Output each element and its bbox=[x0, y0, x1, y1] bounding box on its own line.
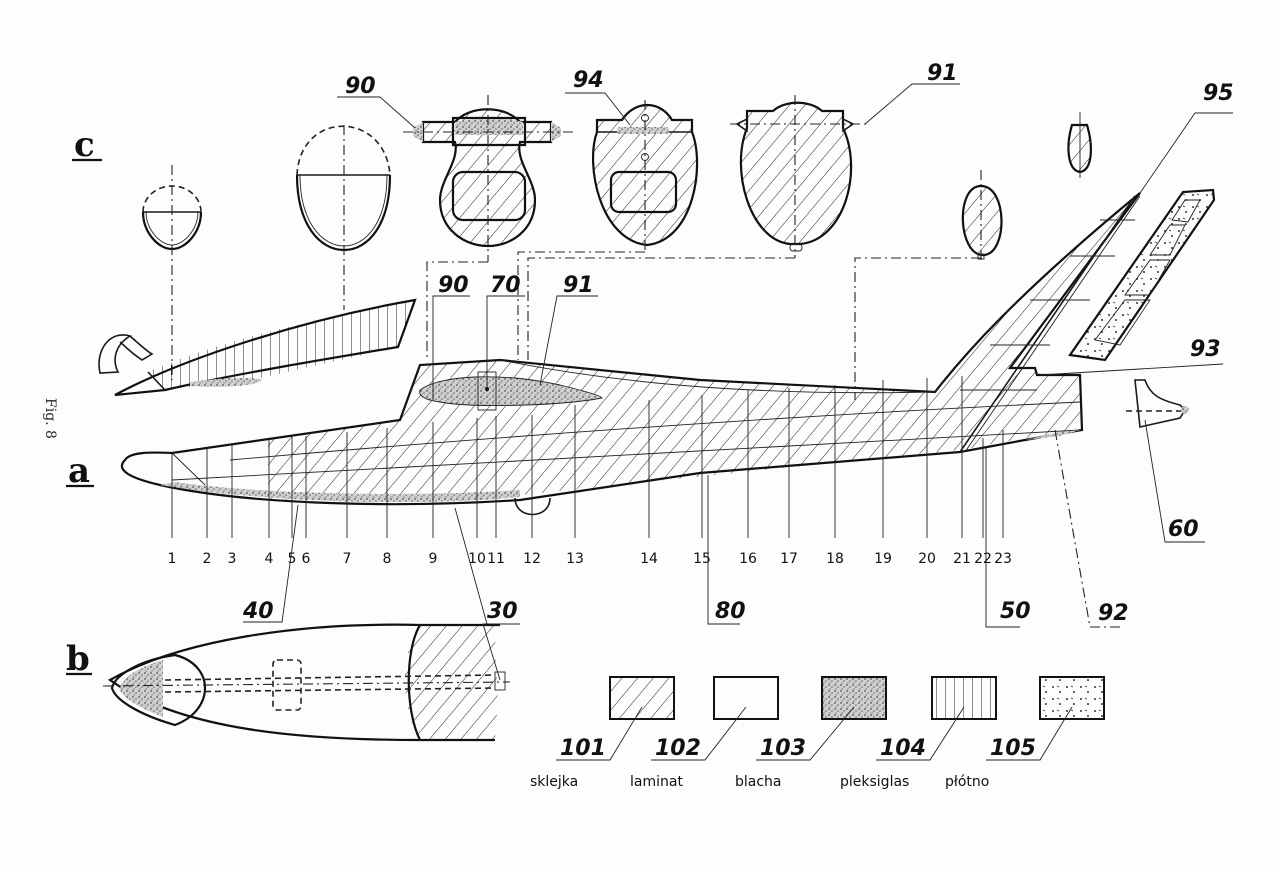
cross-section-tail-boom bbox=[961, 170, 1003, 260]
station-number: 18 bbox=[826, 551, 844, 567]
legend-code: 104 bbox=[880, 736, 926, 761]
svg-text:90: 90 bbox=[438, 273, 469, 298]
legend-item-104: 104 pleksiglas bbox=[840, 676, 997, 790]
station-number: 22 bbox=[974, 551, 992, 567]
cross-section-wing-root-front bbox=[403, 95, 573, 262]
svg-text:70: 70 bbox=[490, 273, 521, 298]
station-number: 2 bbox=[203, 551, 212, 567]
projection-line bbox=[426, 261, 488, 360]
cross-section-canopy-small bbox=[141, 165, 203, 380]
callout-60: 60 bbox=[1144, 419, 1205, 543]
station-number: 16 bbox=[739, 551, 757, 567]
view-label-a: a bbox=[66, 451, 94, 491]
svg-text:50: 50 bbox=[1000, 599, 1031, 624]
callout-93: 93 bbox=[1039, 337, 1224, 376]
station-number: 17 bbox=[780, 551, 798, 567]
svg-text:30: 30 bbox=[487, 599, 518, 624]
legend-code: 103 bbox=[760, 736, 806, 761]
view-label-c: c bbox=[72, 125, 102, 165]
svg-text:94: 94 bbox=[573, 68, 604, 93]
station-number: 23 bbox=[994, 551, 1012, 567]
projection-line bbox=[517, 251, 645, 360]
callout-40: 40 bbox=[242, 504, 299, 624]
station-number: 4 bbox=[265, 551, 274, 567]
svg-text:b: b bbox=[66, 639, 90, 679]
station-number: 9 bbox=[429, 551, 438, 567]
station-number: 19 bbox=[874, 551, 892, 567]
cross-section-canopy-large bbox=[295, 125, 392, 310]
station-number: 3 bbox=[228, 551, 237, 567]
callout-92: 92 bbox=[1054, 429, 1129, 628]
projection-line bbox=[527, 257, 795, 360]
fuselage-side-view bbox=[120, 192, 1141, 516]
svg-text:90: 90 bbox=[345, 74, 376, 99]
legend-item-101: 101 sklejka bbox=[530, 676, 675, 790]
callout-90-main: 90 bbox=[432, 273, 470, 400]
figure-caption: Fig. 8 bbox=[42, 398, 58, 439]
legend-swatch bbox=[821, 676, 887, 720]
callout-94: 94 bbox=[565, 68, 631, 126]
callout-50: 50 bbox=[985, 448, 1031, 628]
callout-30: 30 bbox=[454, 507, 520, 681]
legend-code: 105 bbox=[990, 736, 1036, 761]
legend-material: sklejka bbox=[530, 774, 578, 790]
callout-91-main: 91 bbox=[539, 273, 598, 386]
svg-text:91: 91 bbox=[927, 61, 958, 86]
svg-text:93: 93 bbox=[1190, 337, 1221, 362]
legend-code: 101 bbox=[560, 736, 606, 761]
material-legend: 101 sklejka 102 laminat 103 blacha 104 pleksigl… bbox=[530, 676, 1105, 790]
legend-swatch bbox=[1039, 676, 1105, 720]
cross-section-94 bbox=[591, 100, 699, 252]
station-number: 5 bbox=[288, 551, 297, 567]
legend-swatch bbox=[713, 676, 779, 720]
callout-90-top: 90 bbox=[337, 74, 416, 129]
legend-item-102: 102 laminat bbox=[630, 676, 779, 790]
svg-text:91: 91 bbox=[563, 273, 594, 298]
svg-text:a: a bbox=[68, 451, 90, 491]
svg-text:c: c bbox=[74, 125, 95, 165]
svg-text:92: 92 bbox=[1098, 601, 1129, 626]
station-number: 7 bbox=[343, 551, 352, 567]
svg-text:95: 95 bbox=[1203, 81, 1234, 106]
callout-80: 80 bbox=[707, 475, 746, 625]
station-number: 1 bbox=[168, 551, 177, 567]
callout-95: 95 bbox=[1139, 81, 1234, 194]
station-number: 12 bbox=[523, 551, 541, 567]
callout-91-top: 91 bbox=[864, 61, 960, 125]
station-number: 10 bbox=[468, 551, 486, 567]
tail-cone-detail bbox=[1126, 379, 1189, 428]
legend-swatch bbox=[931, 676, 997, 720]
svg-text:40: 40 bbox=[242, 599, 274, 624]
station-number: 11 bbox=[487, 551, 505, 567]
svg-text:60: 60 bbox=[1168, 517, 1199, 542]
station-number: 21 bbox=[953, 551, 971, 567]
rudder-detail bbox=[1068, 188, 1216, 362]
legend-material: pleksiglas bbox=[840, 774, 909, 790]
projection-line bbox=[854, 257, 981, 400]
cross-section-91 bbox=[730, 95, 868, 258]
legend-material: blacha bbox=[735, 774, 782, 790]
station-number: 13 bbox=[566, 551, 584, 567]
cross-section-fin-tip bbox=[1067, 112, 1092, 178]
station-number: 15 bbox=[693, 551, 711, 567]
station-number: 20 bbox=[918, 551, 936, 567]
legend-swatch bbox=[609, 676, 675, 720]
callout-70: 70 bbox=[486, 273, 525, 389]
station-number: 6 bbox=[302, 551, 311, 567]
legend-material: laminat bbox=[630, 774, 683, 790]
station-number: 14 bbox=[640, 551, 658, 567]
view-label-b: b bbox=[66, 639, 92, 679]
svg-text:80: 80 bbox=[715, 599, 746, 624]
station-number: 8 bbox=[383, 551, 392, 567]
legend-code: 102 bbox=[655, 736, 701, 761]
fuselage-top-view bbox=[102, 623, 511, 742]
legend-material: płótno bbox=[945, 774, 989, 790]
canopy-side-view bbox=[98, 298, 417, 397]
legend-item-103: 103 blacha bbox=[735, 676, 887, 790]
